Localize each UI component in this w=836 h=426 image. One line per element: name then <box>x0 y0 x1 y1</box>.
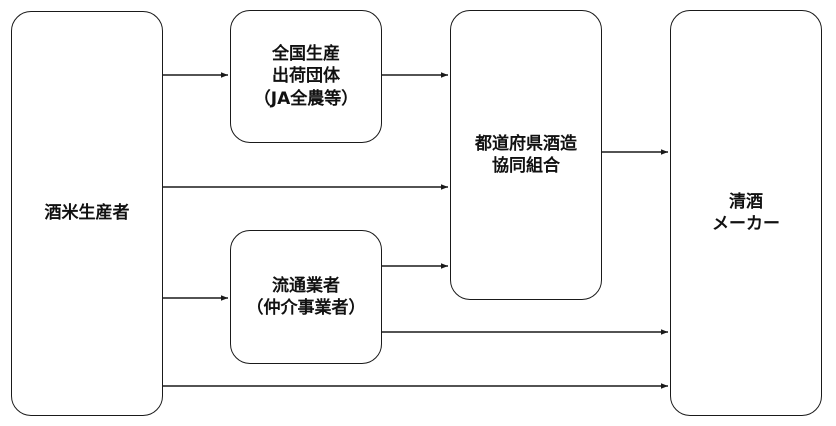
node-national-shipping-org: 全国生産 出荷団体 （JA全農等） <box>230 10 382 143</box>
node-label-line: 清酒 <box>729 191 763 212</box>
node-label-line: （JA全農等） <box>253 88 359 109</box>
node-label-line: （仲介事業者） <box>246 298 366 318</box>
arrow-group <box>163 72 668 389</box>
node-sake-rice-producer-text: 酒米生産者 <box>45 202 130 224</box>
node-label-line: 酒米生産者 <box>44 203 130 224</box>
node-label-line: メーカー <box>712 214 780 234</box>
node-prefectural-brewers-cooperative-text: 都道府県酒造 協同組合 <box>475 133 577 177</box>
node-label-line: 都道府県酒造 <box>475 133 577 154</box>
node-sake-manufacturer-text: 清酒 メーカー <box>712 191 780 235</box>
node-sake-rice-producer: 酒米生産者 <box>11 11 163 416</box>
node-distributors: 流通業者 （仲介事業者） <box>230 230 382 364</box>
node-sake-manufacturer: 清酒 メーカー <box>670 10 822 416</box>
node-label-line: 協同組合 <box>492 156 560 176</box>
node-national-shipping-org-text: 全国生産 出荷団体 （JA全農等） <box>254 43 358 109</box>
node-label-line: 全国生産 <box>271 44 340 65</box>
node-label-line: 流通業者 <box>272 275 340 296</box>
node-prefectural-brewers-cooperative: 都道府県酒造 協同組合 <box>450 10 602 300</box>
node-distributors-text: 流通業者 （仲介事業者） <box>247 275 366 319</box>
node-label-line: 出荷団体 <box>271 66 340 87</box>
